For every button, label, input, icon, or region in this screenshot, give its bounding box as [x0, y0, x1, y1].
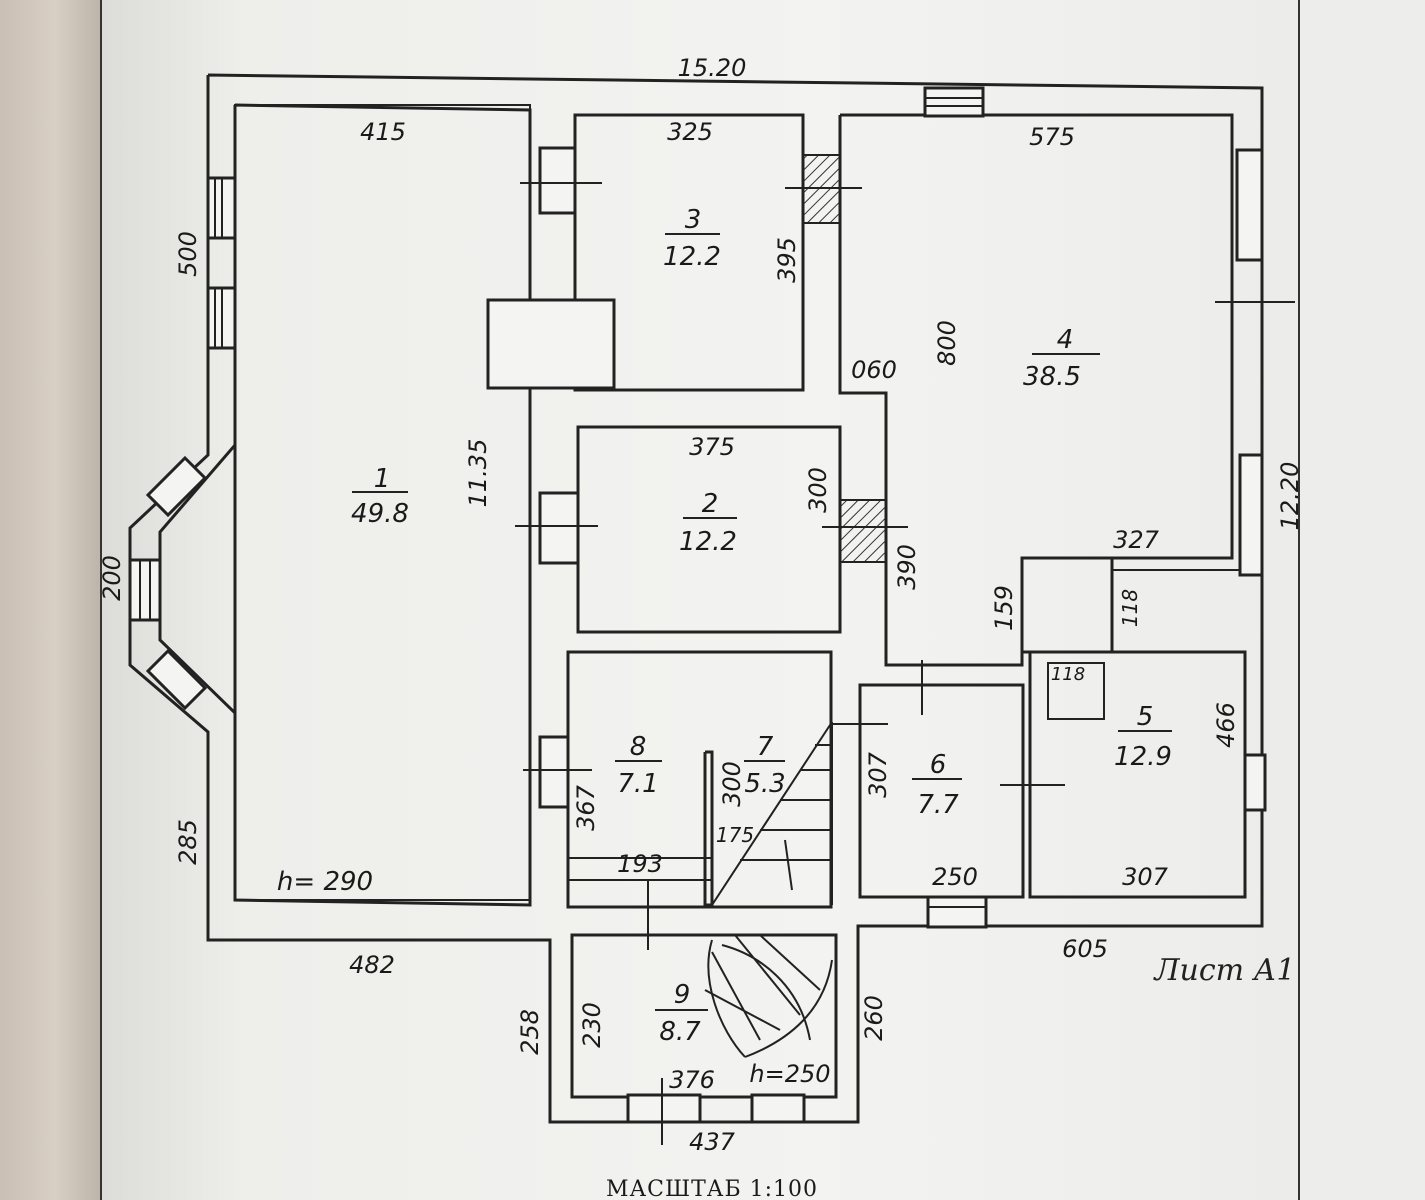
- room-3-area: 12.2: [663, 242, 721, 272]
- windows: [128, 86, 1267, 1124]
- spiral-stair: [704, 934, 833, 1058]
- dim-room4-top: 575: [1029, 123, 1075, 151]
- dim-room9-outer-bottom: 437: [689, 1128, 736, 1156]
- dim-hall-side: 390: [893, 544, 921, 590]
- dim-room5-top: 327: [1113, 526, 1160, 554]
- room-6-number: 6: [930, 750, 947, 780]
- dim-room9-inner-bottom: 376: [669, 1066, 715, 1094]
- dim-room2-side: 300: [804, 467, 832, 513]
- dim-room3-top: 325: [667, 118, 713, 146]
- room-1-number: 1: [374, 464, 391, 494]
- dim-room6-bottom: 250: [932, 863, 978, 891]
- room-8-number: 8: [630, 732, 647, 762]
- dimension-labels: 15.20 415 325 575 500 200 285 395 800 06…: [98, 54, 1304, 1156]
- dim-room3-depth: 395: [773, 237, 801, 283]
- room-9-number: 9: [674, 980, 691, 1010]
- page-margin: [1300, 0, 1425, 1200]
- dim-closet-small: 118: [1051, 664, 1085, 685]
- room-4-number: 4: [1057, 325, 1074, 355]
- closet-small: [1047, 662, 1105, 720]
- room-7-area: 5.3: [744, 769, 785, 799]
- room-7-number: 7: [757, 732, 774, 762]
- room9-ceiling-height: h=250: [749, 1060, 830, 1088]
- dim-right-total: 12.20: [1276, 462, 1304, 531]
- dim-left-lower: 285: [174, 819, 202, 865]
- dim-top-total: 15.20: [678, 54, 747, 82]
- dim-room8-side: 367: [572, 784, 600, 831]
- room-6-area: 7.7: [917, 790, 959, 820]
- book-binding: [0, 0, 100, 1200]
- hatched-wall-2: [839, 499, 887, 563]
- room-9: [570, 933, 838, 1099]
- dim-room7-side: 300: [718, 761, 746, 807]
- dim-room9-outer-left: 258: [516, 1009, 544, 1055]
- stove-block: [486, 298, 616, 390]
- room-9-area: 8.7: [659, 1017, 701, 1047]
- room-2-number: 2: [702, 489, 719, 519]
- room-labels: 1 49.8 2 12.2 3 12.2 4 38.5 5 12.9 6 7.7…: [351, 205, 1172, 1047]
- room-1: [234, 104, 531, 901]
- dim-closet-side: 159: [990, 585, 1018, 631]
- room-5-number: 5: [1137, 702, 1154, 732]
- sheet-signature: Лист А1: [1153, 953, 1296, 988]
- dim-room8-bottom: 193: [617, 850, 663, 878]
- dim-left-bay: 200: [98, 555, 126, 601]
- dim-room1-depth: 11.35: [464, 439, 492, 508]
- dim-closet-inner: 118: [1118, 589, 1142, 627]
- dim-bottom-right: 605: [1062, 935, 1108, 963]
- room-8: [566, 650, 833, 909]
- room1-ceiling-height: h= 290: [277, 867, 373, 897]
- room-4-area: 38.5: [1023, 362, 1081, 392]
- room-8-area: 7.1: [617, 769, 658, 799]
- dim-left-upper: 500: [174, 231, 202, 277]
- room-2-area: 12.2: [679, 527, 737, 557]
- dim-stair-width: 175: [716, 823, 754, 847]
- dim-room2-top: 375: [689, 433, 735, 461]
- staircase: [568, 721, 833, 907]
- dim-room5-side: 466: [1212, 702, 1240, 748]
- room-5: [1028, 650, 1247, 899]
- dim-room9-right: 260: [860, 995, 888, 1041]
- door-marks: [515, 146, 1295, 1145]
- dim-bottom-left: 482: [349, 951, 395, 979]
- plan-sheet: [100, 0, 1300, 1200]
- dim-hall-depth: 800: [933, 320, 961, 366]
- closet: [1020, 556, 1114, 654]
- room-5-area: 12.9: [1114, 742, 1172, 772]
- dim-opening: 060: [851, 356, 897, 384]
- dim-room1-top: 415: [360, 118, 406, 146]
- room-3: [573, 113, 805, 392]
- dim-room5-bottom: 307: [1122, 863, 1169, 891]
- dim-room6-side: 307: [864, 751, 892, 798]
- scale-caption: МАСШТАБ 1:100: [606, 1177, 818, 1200]
- dim-room9-inner-left: 230: [578, 1002, 606, 1048]
- room-3-number: 3: [685, 205, 702, 235]
- room-1-area: 49.8: [351, 499, 409, 529]
